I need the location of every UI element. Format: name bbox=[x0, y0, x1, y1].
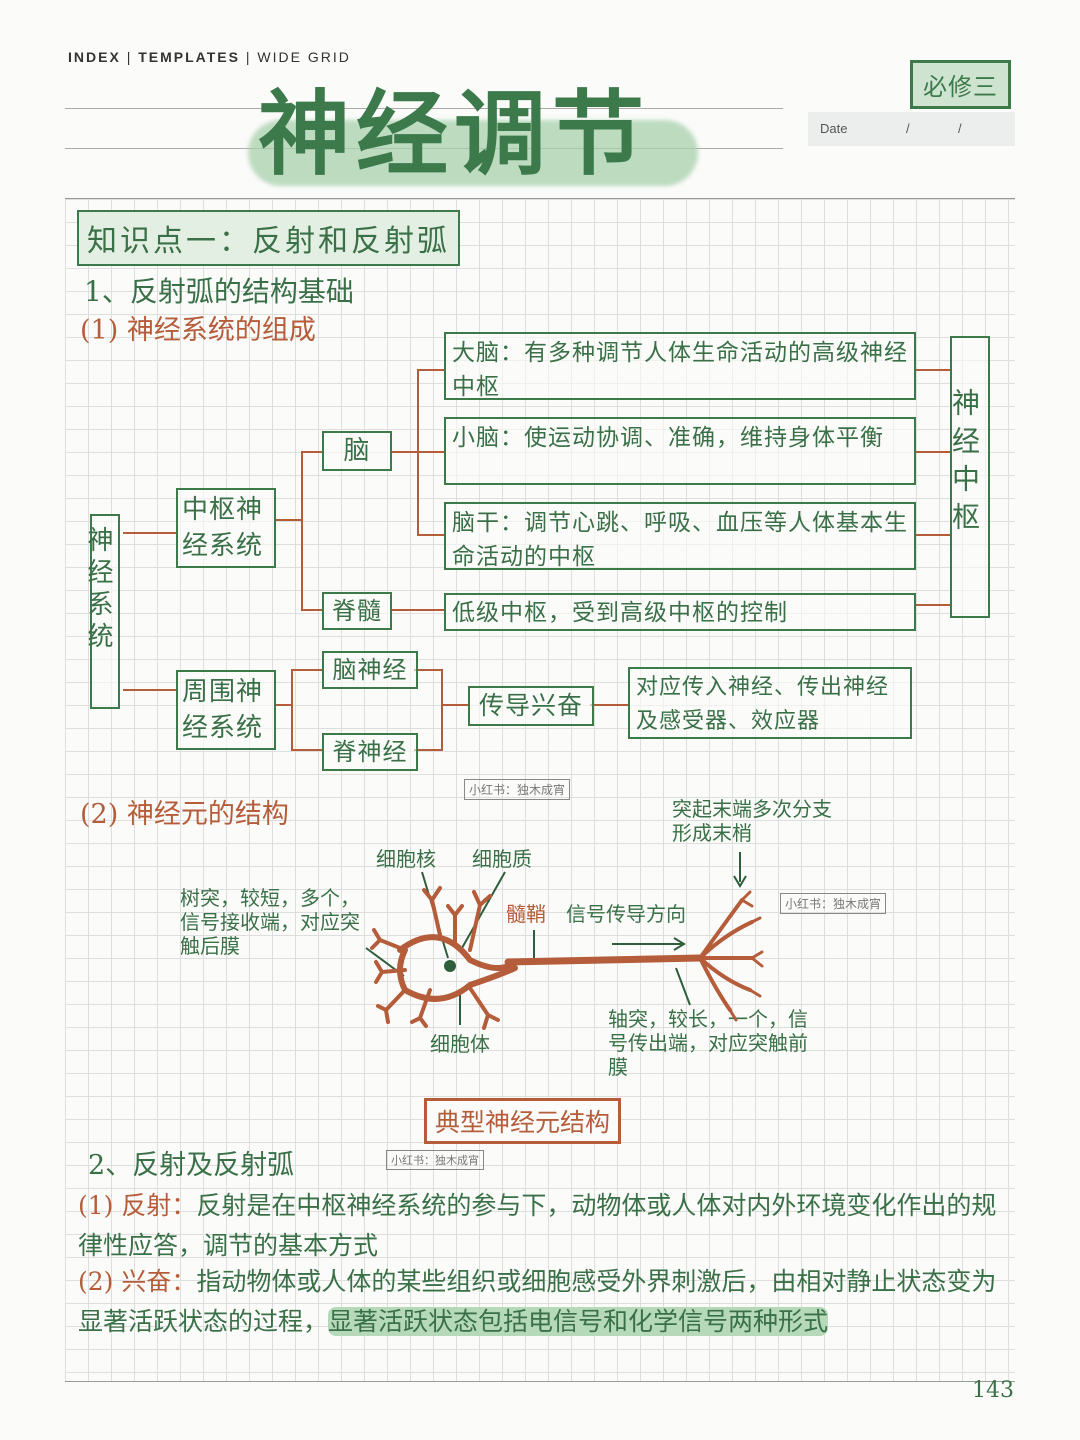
title-brush bbox=[248, 120, 698, 186]
watermark: 小红书：独木成宵 bbox=[464, 779, 571, 800]
cerebellum-box: 小脑：使运动协调、准确，维持身体平衡 bbox=[444, 417, 916, 485]
reflex-text: 反射是在中枢神经系统的参与下，动物体或人体对内外环境变化作出的规律性应答，调节的… bbox=[78, 1191, 997, 1260]
excitation-highlight: 显著活跃状态包括电信号和化学信号两种形式 bbox=[328, 1307, 829, 1336]
spinal-desc-box: 低级中枢，受到高级中枢的控制 bbox=[444, 593, 916, 631]
course-tag: 必修三 bbox=[910, 60, 1011, 109]
header-rule bbox=[65, 108, 783, 109]
label-cytoplasm: 细胞质 bbox=[472, 847, 532, 871]
excitation-label: (2) 兴奋： bbox=[78, 1267, 197, 1296]
date-label: Date bbox=[820, 121, 848, 136]
label-soma: 细胞体 bbox=[430, 1032, 490, 1056]
excitation-paragraph: (2) 兴奋：指动物体或人体的某些组织或细胞感受外界刺激后，由相对静止状态变为显… bbox=[78, 1262, 1004, 1342]
cns-node: 中枢神经系统 bbox=[176, 488, 276, 568]
reflex-paragraph: (1) 反射：反射是在中枢神经系统的参与下，动物体或人体对内外环境变化作出的规律… bbox=[78, 1186, 1004, 1266]
knowledge-point-box: 知识点一：反射和反射弧 bbox=[77, 210, 460, 266]
label-axon: 轴突，较长，一个，信号传出端，对应突触前膜 bbox=[608, 1007, 808, 1079]
cerebrum-box: 大脑：有多种调节人体生命活动的高级神经中枢 bbox=[444, 332, 916, 400]
page-number: 143 bbox=[972, 1378, 1014, 1403]
label-direction: 信号传导方向 bbox=[566, 902, 686, 926]
cranial-nerve-node: 脑神经 bbox=[322, 651, 418, 689]
section1-sub1: (1) 神经系统的组成 bbox=[80, 315, 316, 346]
page-title: 神经调节 bbox=[258, 80, 651, 188]
nav-templates: TEMPLATES bbox=[138, 49, 240, 65]
excitation-text: 指动物体或人体的某些组织或细胞感受外界刺激后，由相对静止状态变为显著活跃状态的过… bbox=[78, 1267, 997, 1336]
nav-wide-grid: WIDE GRID bbox=[257, 49, 351, 65]
section1-sub2: (2) 神经元的结构 bbox=[80, 799, 289, 830]
watermark: 小红书：独木成宵 bbox=[780, 893, 887, 914]
conduct-node: 传导兴奋 bbox=[468, 686, 594, 726]
brain-node: 脑 bbox=[322, 431, 392, 471]
pns-node: 周围神经系统 bbox=[176, 670, 276, 750]
spinal-cord-node: 脊髓 bbox=[322, 592, 392, 630]
date-slash: / bbox=[958, 121, 962, 136]
label-myelin: 髓鞘 bbox=[506, 902, 546, 926]
label-nucleus: 细胞核 bbox=[376, 847, 436, 871]
root-nervous-system: 神经系统 bbox=[83, 514, 120, 709]
spinal-nerve-node: 脊神经 bbox=[322, 733, 418, 771]
label-dendrite: 树突，较短，多个，信号接收端，对应突触后膜 bbox=[180, 886, 360, 958]
header-nav: INDEX | TEMPLATES | WIDE GRID bbox=[68, 49, 351, 65]
reflex-label: (1) 反射： bbox=[78, 1191, 197, 1220]
nav-index: INDEX bbox=[68, 49, 121, 65]
conduct-desc-box: 对应传入神经、传出神经及感受器、效应器 bbox=[628, 667, 912, 739]
neuron-caption: 典型神经元结构 bbox=[424, 1098, 622, 1144]
watermark: 小红书：独木成宵 bbox=[386, 1150, 484, 1170]
date-slash: / bbox=[906, 121, 910, 136]
date-field[interactable]: Date / / bbox=[808, 112, 1015, 146]
section1-heading: 1、反射弧的结构基础 bbox=[84, 275, 354, 308]
label-terminal: 突起末端多次分支形成末梢 bbox=[672, 797, 832, 845]
brainstem-box: 脑干：调节心跳、呼吸、血压等人体基本生命活动的中枢 bbox=[444, 502, 916, 570]
section2-heading: 2、反射及反射弧 bbox=[88, 1150, 295, 1181]
nerve-center-box: 神经中枢 bbox=[948, 336, 990, 618]
